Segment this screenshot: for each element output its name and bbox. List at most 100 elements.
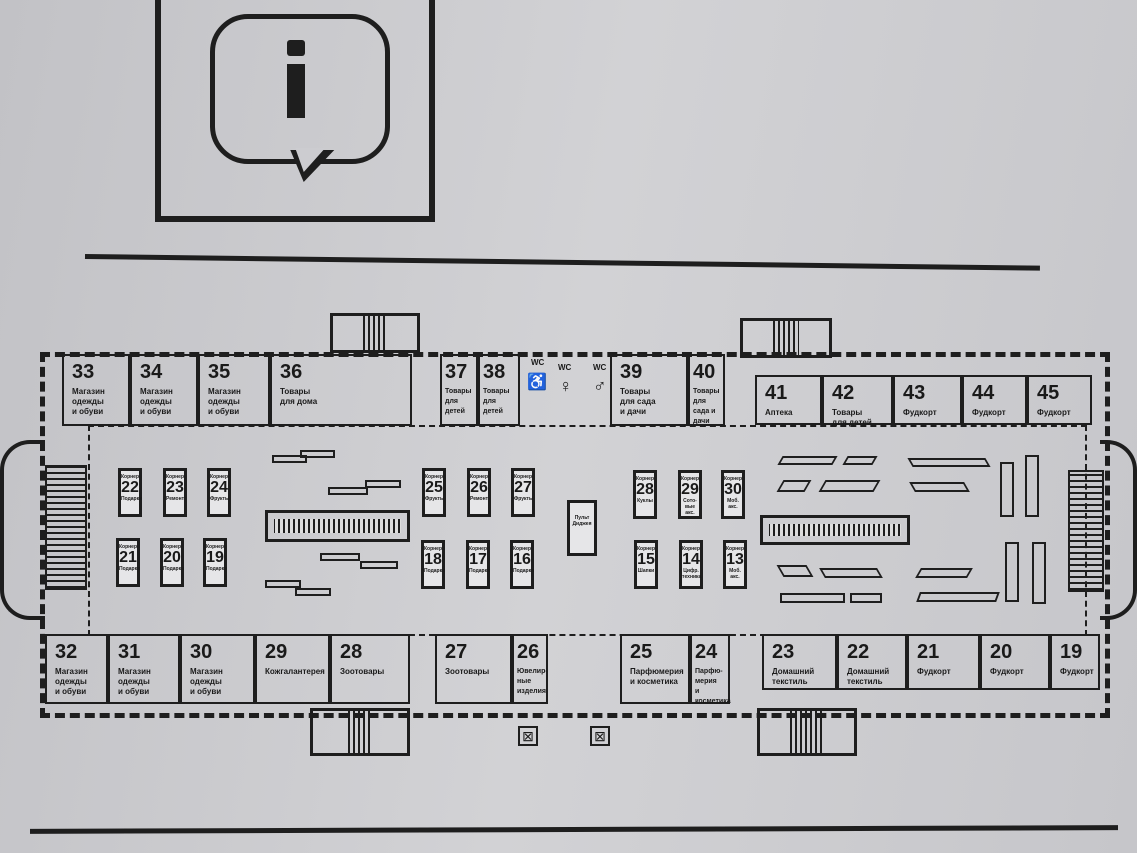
kiosk-num: 30 xyxy=(724,481,742,498)
shop-label: Домашний текстиль xyxy=(847,667,890,686)
shop-number: 42 xyxy=(832,382,855,404)
kiosk-label: Фрукты xyxy=(210,496,230,502)
shop-number: 34 xyxy=(140,361,163,383)
foodcourt-table xyxy=(842,456,878,465)
foodcourt-table xyxy=(907,458,991,467)
kiosk-title: Корнер xyxy=(637,546,656,552)
stairs-right-entrance xyxy=(1068,470,1104,592)
bench xyxy=(295,588,331,596)
kiosk-num: 22 xyxy=(121,479,139,496)
kiosk-num: 13 xyxy=(726,551,744,568)
foodcourt-table xyxy=(1000,462,1014,517)
kiosk-label: Фрукты xyxy=(425,496,445,502)
kiosk-num: 27 xyxy=(514,479,532,496)
kiosk-title: Корнер xyxy=(210,474,229,480)
stairs-bottom-left xyxy=(310,708,410,756)
shop-number: 23 xyxy=(772,641,795,663)
bench xyxy=(265,580,301,588)
shop-label: Магазин одежды и обуви xyxy=(190,667,223,696)
kiosk-title: Корнер xyxy=(121,474,140,480)
shop-number: 29 xyxy=(265,641,288,663)
shop-label: Магазин одежды и обуви xyxy=(140,387,173,416)
stairs-top-right xyxy=(740,318,832,358)
kiosk-label: Куклы xyxy=(637,498,653,504)
woman-icon: ♀ xyxy=(559,376,573,396)
bubble-tail-inner xyxy=(288,148,326,172)
shop-label: Парфюмерия и косметика xyxy=(630,667,684,686)
kiosk-title: Корнер xyxy=(726,546,745,552)
man-icon: ♂ xyxy=(593,376,607,396)
shop-number: 24 xyxy=(695,641,718,663)
shop-label: Аптека xyxy=(765,408,793,417)
shop-number: 31 xyxy=(118,641,141,663)
kiosk-title: Корнер xyxy=(206,544,225,550)
dj-booth-label: Пульт Диджея xyxy=(572,515,592,527)
bench xyxy=(300,450,335,458)
kiosk-num: 25 xyxy=(425,479,443,496)
shop-number: 33 xyxy=(72,361,95,383)
kiosk-num: 18 xyxy=(424,551,442,568)
bench xyxy=(365,480,401,488)
kiosk-title: Корнер xyxy=(163,544,182,550)
shop-number: 41 xyxy=(765,382,788,404)
shop-number: 32 xyxy=(55,641,78,663)
kiosk-title: Корнер xyxy=(681,476,700,482)
kiosk-label: Подарки xyxy=(121,496,143,502)
kiosk-num: 24 xyxy=(210,479,228,496)
dj-booth: Пульт Диджея xyxy=(567,500,597,556)
shop-number: 44 xyxy=(972,382,995,404)
foodcourt-table xyxy=(915,568,973,578)
shop-label: Фудкорт xyxy=(972,408,1006,417)
kiosk-num: 23 xyxy=(166,479,184,496)
stairs-left-entrance xyxy=(45,465,87,590)
shop-label: Фудкорт xyxy=(903,408,937,417)
shop-number: 37 xyxy=(445,361,468,383)
stairs-top-left xyxy=(330,313,420,353)
info-icon-stem xyxy=(287,64,305,118)
shop-number: 27 xyxy=(445,641,468,663)
shop-number: 43 xyxy=(903,382,926,404)
foodcourt-table xyxy=(1032,542,1046,604)
kiosk-title: Корнер xyxy=(513,546,532,552)
kiosk-num: 15 xyxy=(637,551,655,568)
foodcourt-table xyxy=(776,565,814,577)
kiosk-num: 19 xyxy=(206,549,224,566)
kiosk-label: Цифр. техника xyxy=(682,568,702,580)
kiosk-title: Корнер xyxy=(636,476,655,482)
kiosk-num: 14 xyxy=(682,551,700,568)
kiosk-label: Моб. акс. xyxy=(729,568,741,580)
kiosk-title: Корнер xyxy=(119,544,138,550)
bench xyxy=(328,487,368,495)
shop-label: Парфю- мерия и косметика xyxy=(695,668,731,705)
shop-label: Магазин одежды и обуви xyxy=(208,387,241,416)
divider-top xyxy=(84,254,1040,271)
shop-label: Товары для сада и дачи xyxy=(620,387,656,416)
east-entrance xyxy=(1100,440,1137,620)
shop-label: Товары для дома xyxy=(280,387,318,406)
shop-number: 20 xyxy=(990,641,1013,663)
bench xyxy=(272,455,307,463)
